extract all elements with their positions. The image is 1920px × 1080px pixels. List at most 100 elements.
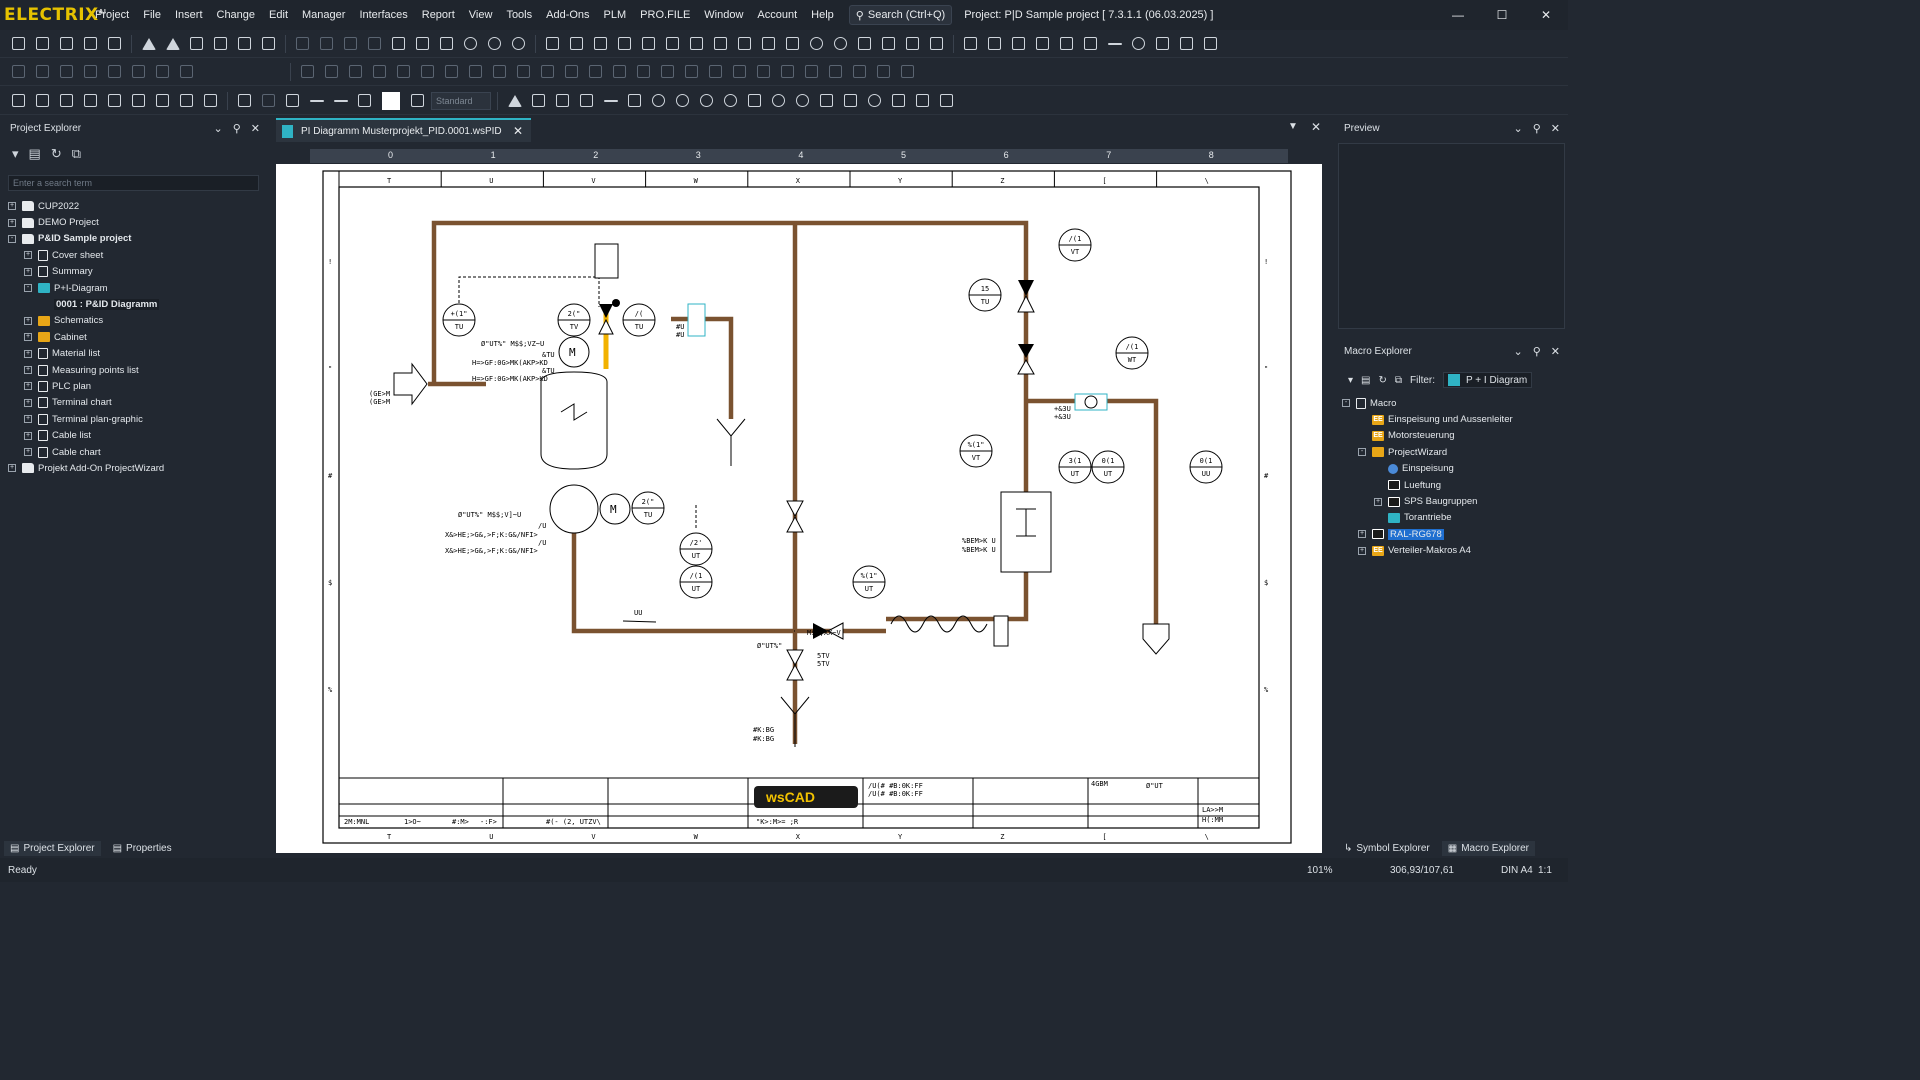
project-item[interactable]: +Summary bbox=[8, 264, 265, 280]
line-width-icon[interactable] bbox=[330, 90, 351, 111]
target-icon[interactable] bbox=[1128, 33, 1149, 54]
device-icon[interactable] bbox=[1008, 33, 1029, 54]
expand-icon[interactable]: + bbox=[8, 202, 16, 211]
grid-icon[interactable] bbox=[686, 33, 707, 54]
settings-icon[interactable] bbox=[1152, 33, 1173, 54]
page-end-icon[interactable] bbox=[258, 33, 279, 54]
project-item[interactable]: -P+I-Diagram bbox=[8, 280, 265, 296]
project-item[interactable]: +PLC plan bbox=[8, 378, 265, 394]
tool-3-icon[interactable] bbox=[56, 61, 77, 82]
maximize-icon[interactable]: ☐ bbox=[1496, 8, 1508, 22]
edit-icon[interactable] bbox=[782, 33, 803, 54]
cut-icon[interactable] bbox=[340, 33, 361, 54]
macro-list-icon[interactable]: ▤ bbox=[1361, 374, 1371, 386]
project-item[interactable]: +Cover sheet bbox=[8, 247, 265, 263]
brush-icon[interactable] bbox=[234, 90, 255, 111]
tool-20-icon[interactable] bbox=[561, 61, 582, 82]
menu-plm[interactable]: PLM bbox=[603, 9, 627, 21]
tool-16-icon[interactable] bbox=[465, 61, 486, 82]
chevron-down-icon[interactable]: ⌄ bbox=[1513, 122, 1523, 135]
check-icon[interactable] bbox=[854, 33, 875, 54]
close-icon[interactable]: ✕ bbox=[1311, 120, 1322, 134]
circle-icon[interactable] bbox=[648, 90, 669, 111]
eye-icon[interactable] bbox=[806, 33, 827, 54]
expand-icon[interactable]: + bbox=[1358, 546, 1366, 555]
expand-icon[interactable]: + bbox=[8, 464, 16, 473]
pointer-icon[interactable] bbox=[504, 90, 525, 111]
monitor-icon[interactable] bbox=[960, 33, 981, 54]
dimension-2-icon[interactable] bbox=[912, 90, 933, 111]
refresh-icon[interactable]: ↻ bbox=[50, 146, 62, 161]
text-icon[interactable] bbox=[528, 90, 549, 111]
tool-10-icon[interactable] bbox=[321, 61, 342, 82]
table-icon[interactable] bbox=[662, 33, 683, 54]
chevron-down-icon[interactable]: ⌄ bbox=[1513, 345, 1523, 358]
menu-report[interactable]: Report bbox=[421, 9, 455, 21]
page-start-icon[interactable] bbox=[234, 33, 255, 54]
macro-item[interactable]: +RAL-RG678 bbox=[1342, 526, 1566, 542]
expand-icon[interactable]: + bbox=[24, 415, 32, 424]
line-icon[interactable] bbox=[1104, 33, 1125, 54]
tool-29-icon[interactable] bbox=[777, 61, 798, 82]
pen-color-icon[interactable] bbox=[282, 90, 303, 111]
tool-14-icon[interactable] bbox=[417, 61, 438, 82]
cross-ref-icon[interactable] bbox=[638, 33, 659, 54]
check-2-icon[interactable] bbox=[878, 33, 899, 54]
expand-icon[interactable]: + bbox=[24, 267, 32, 276]
dropdown-icon[interactable]: ▾ bbox=[1348, 374, 1354, 386]
arc-2-icon[interactable] bbox=[696, 90, 717, 111]
filter-select[interactable]: P + I Diagram bbox=[1443, 372, 1533, 388]
paste-icon[interactable] bbox=[388, 33, 409, 54]
fill-icon[interactable] bbox=[354, 90, 375, 111]
tool-27-icon[interactable] bbox=[729, 61, 750, 82]
textbox-icon[interactable] bbox=[576, 90, 597, 111]
report-2-icon[interactable] bbox=[566, 33, 587, 54]
tab-project-explorer[interactable]: ▤Project Explorer bbox=[4, 840, 101, 856]
page-prev-icon[interactable] bbox=[138, 33, 159, 54]
ellipse-icon[interactable] bbox=[768, 90, 789, 111]
pin-icon[interactable]: ⚲ bbox=[232, 122, 241, 135]
tool-4-icon[interactable] bbox=[80, 61, 101, 82]
expand-icon[interactable]: + bbox=[24, 382, 32, 391]
lock-icon[interactable] bbox=[1200, 33, 1221, 54]
project-item[interactable]: +Projekt Add-On ProjectWizard bbox=[8, 460, 265, 476]
connect-icon[interactable] bbox=[1080, 33, 1101, 54]
ground-icon[interactable] bbox=[176, 90, 197, 111]
menu-file[interactable]: File bbox=[143, 9, 161, 21]
tool-6-icon[interactable] bbox=[128, 61, 149, 82]
component-icon[interactable] bbox=[1032, 33, 1053, 54]
chevron-down-icon[interactable]: ⌄ bbox=[213, 122, 223, 135]
line-style-icon[interactable] bbox=[306, 90, 327, 111]
menu-add-ons[interactable]: Add-Ons bbox=[546, 9, 590, 21]
check-mark-icon[interactable] bbox=[128, 90, 149, 111]
tool-7-icon[interactable] bbox=[152, 61, 173, 82]
expand-icon[interactable]: + bbox=[24, 333, 32, 342]
tool-17-icon[interactable] bbox=[489, 61, 510, 82]
macro-item[interactable]: -ProjectWizard bbox=[1342, 444, 1566, 460]
project-item[interactable]: +Measuring points list bbox=[8, 362, 265, 378]
tool-32-icon[interactable] bbox=[849, 61, 870, 82]
macro-item[interactable]: -Macro bbox=[1342, 395, 1566, 411]
new-file-icon[interactable] bbox=[8, 33, 29, 54]
tool-9-icon[interactable] bbox=[297, 61, 318, 82]
close-icon[interactable]: ✕ bbox=[1540, 8, 1552, 22]
plugin-icon[interactable] bbox=[902, 33, 923, 54]
tool-34-icon[interactable] bbox=[897, 61, 918, 82]
plugin-2-icon[interactable] bbox=[926, 33, 947, 54]
project-item[interactable]: -P&ID Sample project bbox=[8, 231, 265, 247]
layers-icon[interactable] bbox=[710, 33, 731, 54]
zoom-in-icon[interactable] bbox=[460, 33, 481, 54]
expand-icon[interactable]: + bbox=[24, 398, 32, 407]
project-item[interactable]: +Material list bbox=[8, 346, 265, 362]
expand-icon[interactable]: + bbox=[8, 218, 16, 227]
tool-19-icon[interactable] bbox=[537, 61, 558, 82]
collapse-icon[interactable]: - bbox=[1358, 448, 1366, 457]
project-item[interactable]: +DEMO Project bbox=[8, 214, 265, 230]
fill-color-swatch[interactable] bbox=[382, 91, 400, 110]
save-icon[interactable] bbox=[56, 33, 77, 54]
find-icon[interactable] bbox=[412, 33, 433, 54]
arc-3-icon[interactable] bbox=[720, 90, 741, 111]
